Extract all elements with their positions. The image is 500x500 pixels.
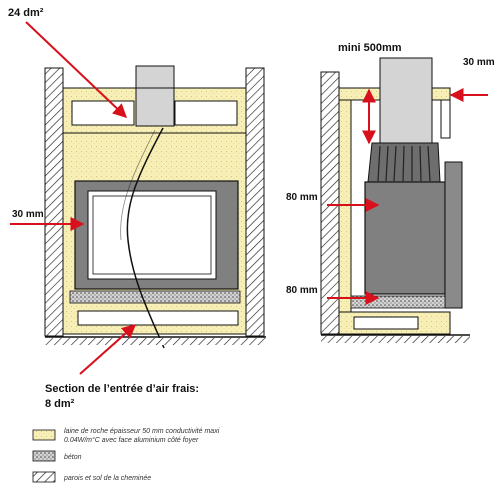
front-upper-vent-right bbox=[174, 100, 238, 126]
legend-wool-line1: laine de roche épaisseur 50 mm conductiv… bbox=[64, 428, 220, 435]
side-view bbox=[320, 57, 470, 343]
dimension-arrows bbox=[10, 21, 488, 375]
label-min-height: mini 500mm bbox=[338, 42, 402, 54]
arrow-fresh-air bbox=[79, 324, 137, 375]
legend-swatch-concrete bbox=[32, 450, 56, 462]
label-right-gap: 30 mm bbox=[463, 57, 495, 68]
front-left-wall bbox=[44, 67, 64, 337]
arrow-top-area bbox=[25, 21, 128, 118]
legend-swatch-wool bbox=[32, 429, 56, 441]
side-back-wall bbox=[320, 71, 340, 335]
side-front-trim bbox=[440, 99, 451, 139]
front-concrete-base bbox=[69, 290, 241, 304]
legend-wool-line2: 0.04W/m°C avec face aluminium côté foyer bbox=[64, 436, 199, 444]
front-cutaway-curve bbox=[126, 127, 165, 349]
side-lower-air-intake bbox=[353, 316, 419, 330]
label-left-gap: 30 mm bbox=[12, 209, 44, 220]
front-lower-air-intake bbox=[77, 310, 239, 326]
legend-concrete: béton bbox=[64, 454, 82, 461]
label-side-gap-upper: 80 mm bbox=[286, 192, 318, 203]
side-floor-hatch bbox=[321, 336, 470, 343]
label-top-area: 24 dm² bbox=[8, 7, 44, 19]
side-firebox-body bbox=[364, 181, 446, 295]
front-upper-vent-left bbox=[71, 100, 135, 126]
front-glass-inner bbox=[92, 195, 212, 275]
legend: laine de roche épaisseur 50 mm conductiv… bbox=[32, 428, 220, 483]
front-view bbox=[44, 65, 266, 349]
front-flue-pipe bbox=[135, 65, 175, 127]
label-side-gap-lower: 80 mm bbox=[286, 285, 318, 296]
label-fresh-air-line1: Section de l’entrée d’air frais: bbox=[45, 383, 199, 395]
legend-walls: parois et sol de la cheminée bbox=[63, 475, 151, 482]
legend-swatch-walls bbox=[32, 471, 56, 483]
side-flue-pipe bbox=[379, 57, 433, 144]
front-floor-hatch bbox=[45, 338, 266, 345]
label-fresh-air-line2: 8 dm² bbox=[45, 398, 75, 410]
side-door-panel bbox=[444, 161, 463, 309]
front-right-wall bbox=[245, 67, 265, 337]
